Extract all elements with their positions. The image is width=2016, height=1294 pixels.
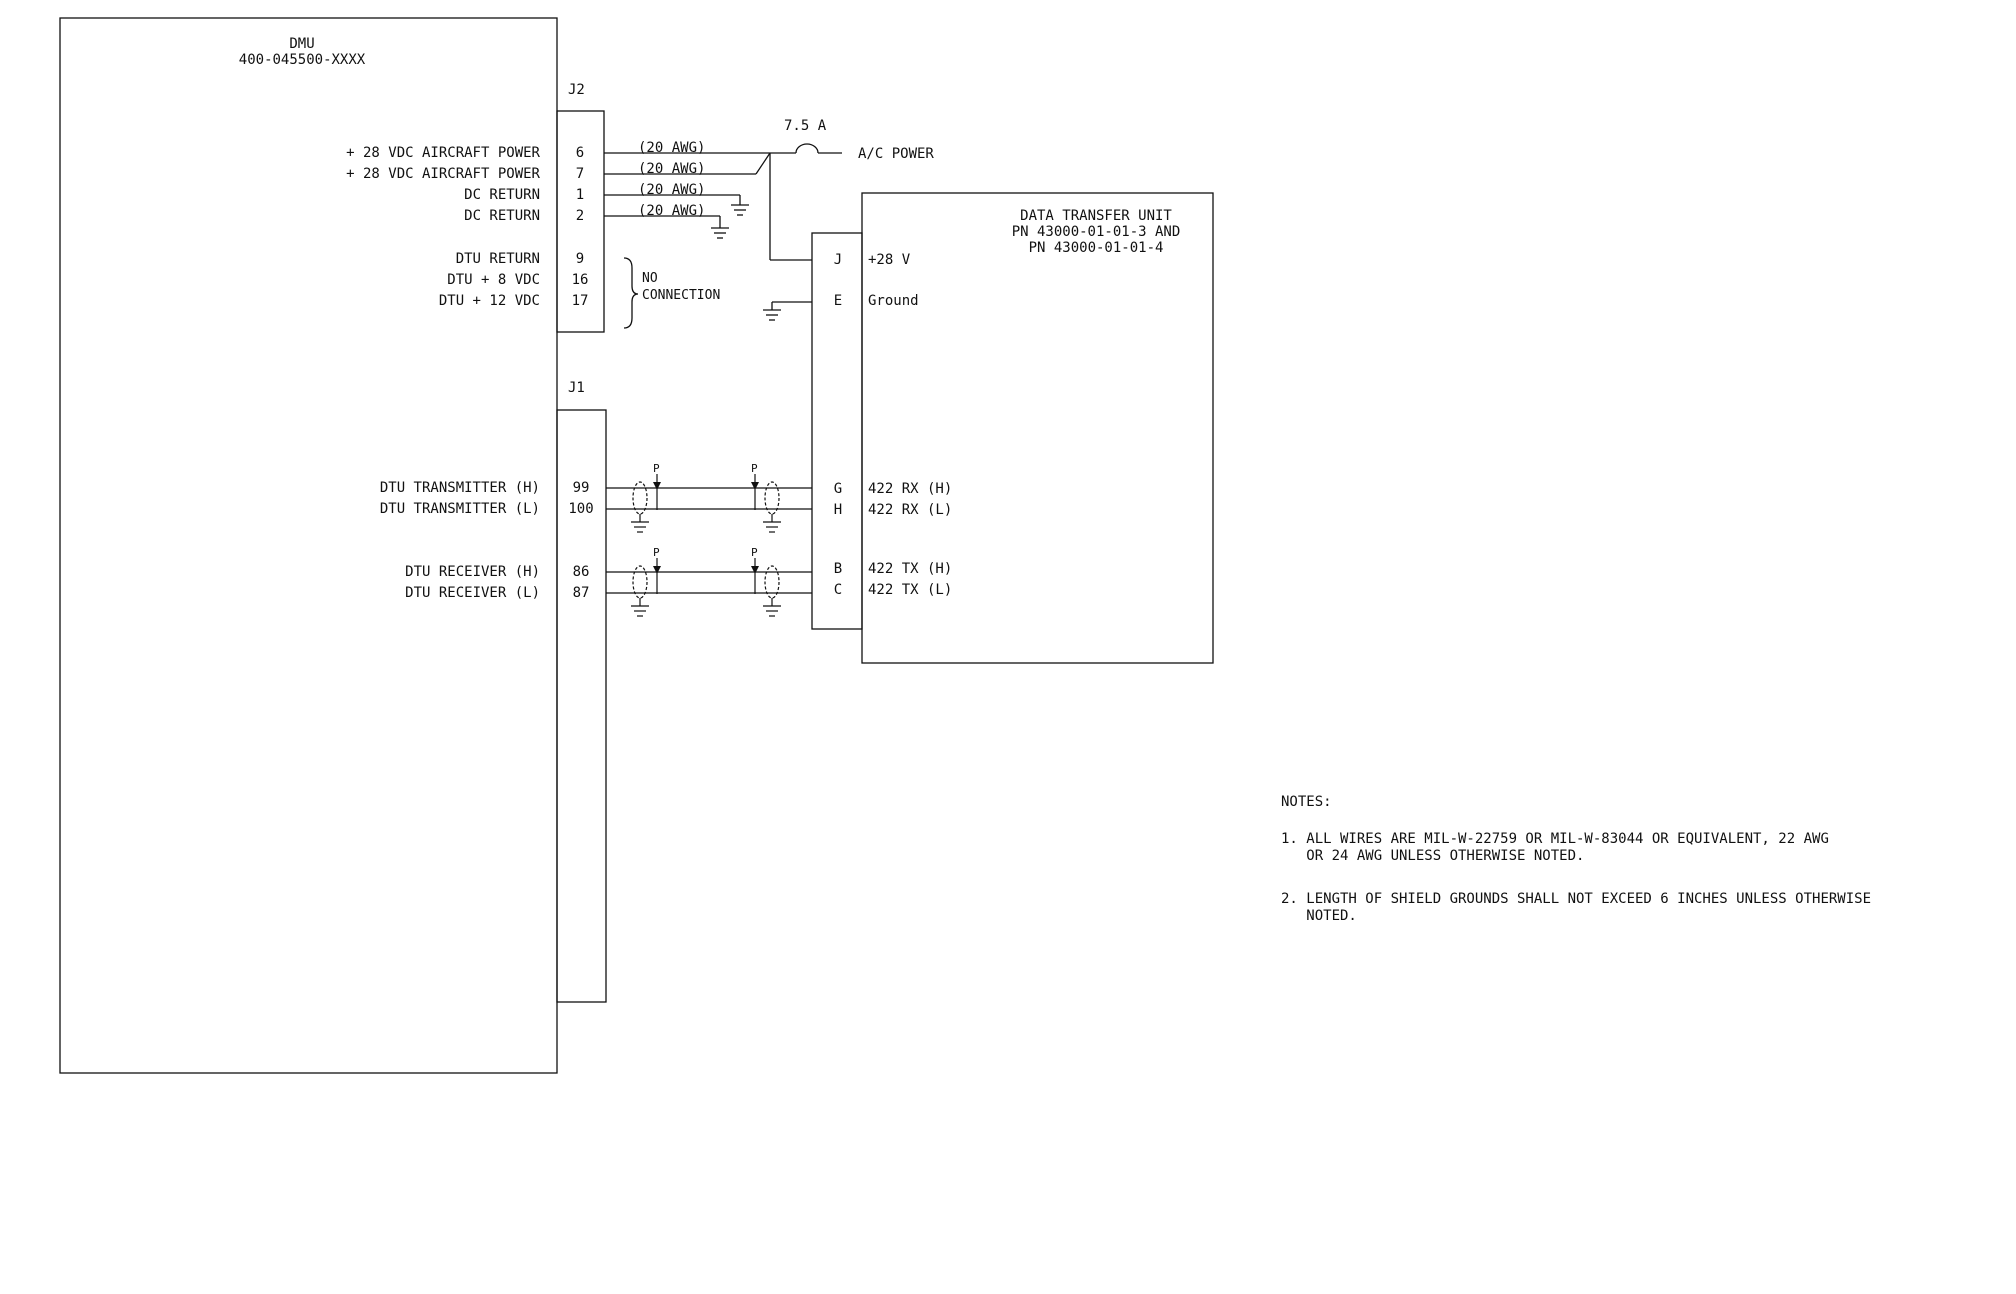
shield-marker: P <box>751 462 758 475</box>
dmu-part-number: 400-045500-XXXX <box>239 52 366 68</box>
j2-label: J2 <box>568 82 585 98</box>
dmu-title: DMU <box>289 36 314 52</box>
j1-pin-label: DTU TRANSMITTER (H) <box>380 480 540 496</box>
note-line: 1. ALL WIRES ARE MIL-W-22759 OR MIL-W-83… <box>1281 831 1829 847</box>
dtu-part-number: PN 43000-01-01-4 <box>1029 240 1164 256</box>
j2-pin-number: 2 <box>576 208 584 224</box>
dtu-pin-letter: B <box>834 561 842 577</box>
note-line: OR 24 AWG UNLESS OTHERWISE NOTED. <box>1281 848 1584 864</box>
shield-marker: P <box>751 546 758 559</box>
dtu-pin-label: 422 RX (H) <box>868 481 952 497</box>
note-line: NOTED. <box>1281 908 1357 924</box>
j2-pin-label: + 28 VDC AIRCRAFT POWER <box>346 145 540 161</box>
notes-heading: NOTES: <box>1281 794 1332 810</box>
wire-gauge-label: (20 AWG) <box>638 140 705 156</box>
note-line: 2. LENGTH OF SHIELD GROUNDS SHALL NOT EX… <box>1281 891 1871 907</box>
j2-pin-number: 7 <box>576 166 584 182</box>
j1-pin-label: DTU RECEIVER (L) <box>405 585 540 601</box>
dtu-pin-letter: E <box>834 293 842 309</box>
no-connection-label: CONNECTION <box>642 288 720 303</box>
j2-pin-number: 1 <box>576 187 584 203</box>
dtu-supply-pin: 17 <box>572 293 589 309</box>
shield-marker: P <box>653 546 660 559</box>
dtu-supply-label: DTU + 8 VDC <box>447 272 540 288</box>
fuse-label: A/C POWER <box>858 146 934 162</box>
j2-pin-number: 6 <box>576 145 584 161</box>
wire-gauge-label: (20 AWG) <box>638 161 705 177</box>
wire-gauge-label: (20 AWG) <box>638 182 705 198</box>
j1-pin-label: DTU RECEIVER (H) <box>405 564 540 580</box>
dtu-supply-pin: 16 <box>572 272 589 288</box>
dtu-pin-label: 422 RX (L) <box>868 502 952 518</box>
dtu-pin-letter: H <box>834 502 842 518</box>
dtu-title: DATA TRANSFER UNIT <box>1020 208 1172 224</box>
j1-connector <box>556 409 607 1003</box>
j1-pin-label: DTU TRANSMITTER (L) <box>380 501 540 517</box>
dtu-pin-letter: J <box>834 252 842 268</box>
dtu-pin-label: 422 TX (H) <box>868 561 952 577</box>
dtu-pin-label: +28 V <box>868 252 911 268</box>
dtu-pin-label: Ground <box>868 293 919 309</box>
j2-connector <box>556 110 605 333</box>
j2-pin-label: DC RETURN <box>464 187 540 203</box>
dtu-box <box>861 192 1214 664</box>
dtu-pin-letter: G <box>834 481 842 497</box>
j1-pin-number: 86 <box>573 564 590 580</box>
j1-pin-number: 100 <box>568 501 593 517</box>
shield-marker: P <box>653 462 660 475</box>
j2-pin-label: + 28 VDC AIRCRAFT POWER <box>346 166 540 182</box>
dtu-pin-label: 422 TX (L) <box>868 582 952 598</box>
dtu-supply-pin: 9 <box>576 251 584 267</box>
dtu-supply-label: DTU + 12 VDC <box>439 293 540 309</box>
j1-pin-number: 99 <box>573 480 590 496</box>
j1-label: J1 <box>568 380 585 396</box>
fuse-rating: 7.5 A <box>784 118 827 134</box>
no-connection-label: NO <box>642 271 658 286</box>
dtu-part-number: PN 43000-01-01-3 AND <box>1012 224 1181 240</box>
j2-pin-label: DC RETURN <box>464 208 540 224</box>
j1-pin-number: 87 <box>573 585 590 601</box>
dtu-supply-label: DTU RETURN <box>456 251 540 267</box>
wire-gauge-label: (20 AWG) <box>638 203 705 219</box>
dtu-pin-letter: C <box>834 582 842 598</box>
